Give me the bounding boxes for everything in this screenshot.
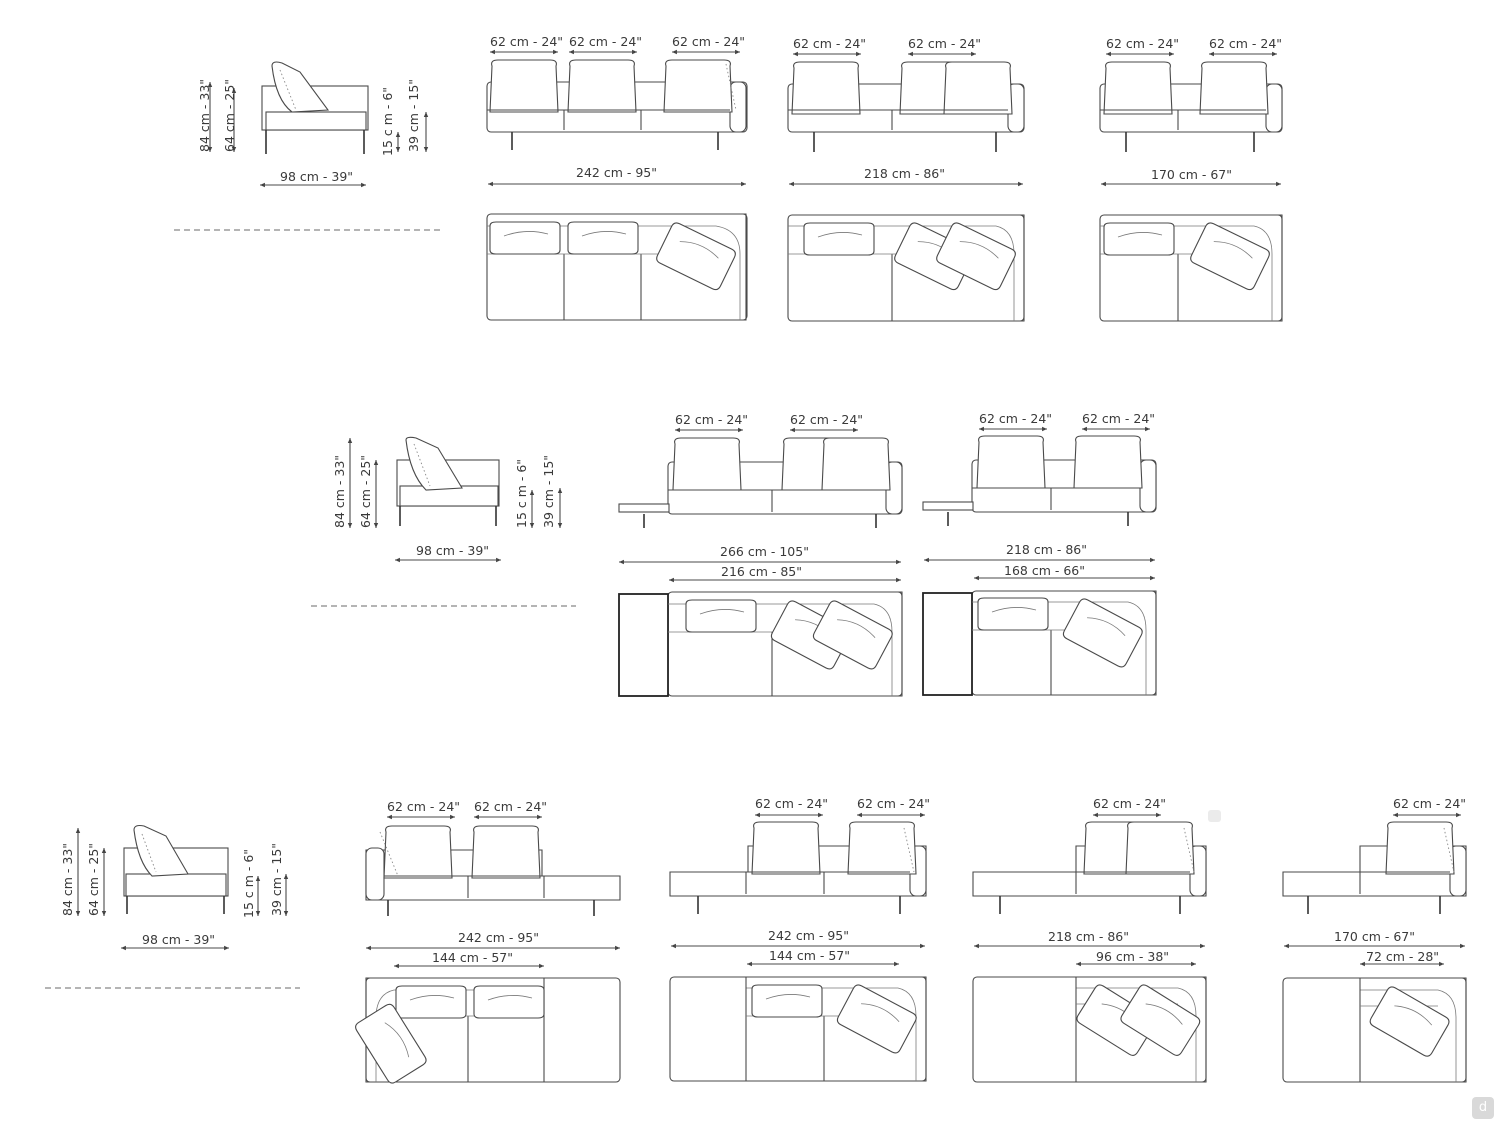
side-view: 84 cm - 33" 64 cm - 25" 15 c m - 6" 39 c…: [332, 436, 563, 563]
inner-width-label: 144 cm - 57": [769, 948, 850, 963]
total-width-label: 170 cm - 67": [1151, 167, 1232, 182]
sofa-2-seat-170: 62 cm - 24" 62 cm - 24" 170 cm - 67": [1099, 36, 1283, 322]
depth-label: 98 cm - 39": [142, 932, 215, 947]
chaise-170-right: 62 cm - 24" 170 cm - 67" 72 cm - 28": [1282, 796, 1467, 1083]
height-label: 84 cm - 33": [60, 843, 75, 916]
depth-label: 98 cm - 39": [416, 543, 489, 558]
sofa-2-seat-218: 62 cm - 24" 62 cm - 24" 218 cm - 86": [787, 36, 1025, 322]
cushion-width-label: 62 cm - 24": [490, 34, 563, 49]
leg-height-label: 15 c m - 6": [514, 459, 529, 528]
total-width-label: 218 cm - 86": [864, 166, 945, 181]
row-3: 84 cm - 33" 64 cm - 25" 15 c m - 6" 39 c…: [45, 796, 1467, 1086]
cushion-width-label: 62 cm - 24": [790, 412, 863, 427]
brand-logo: d: [1472, 1097, 1494, 1119]
inner-width-label: 168 cm - 66": [1004, 563, 1085, 578]
cushion-width-label: 62 cm - 24": [672, 34, 745, 49]
total-width-label: 242 cm - 95": [768, 928, 849, 943]
chaise-242-left: 62 cm - 24" 62 cm - 24" 242 cm - 95" 144…: [353, 799, 621, 1086]
inner-width-label: 96 cm - 38": [1096, 949, 1169, 964]
cushion-width-label: 62 cm - 24": [1082, 411, 1155, 426]
total-width-label: 242 cm - 95": [576, 165, 657, 180]
chaise-242-right: 62 cm - 24" 62 cm - 24" 242 cm - 95" 144…: [669, 796, 930, 1082]
cushion-width-label: 62 cm - 24": [755, 796, 828, 811]
height-label: 84 cm - 33": [332, 455, 347, 528]
cushion-width-label: 62 cm - 24": [387, 799, 460, 814]
total-width-label: 242 cm - 95": [458, 930, 539, 945]
cushion-width-label: 62 cm - 24": [1093, 796, 1166, 811]
cushion-width-label: 62 cm - 24": [675, 412, 748, 427]
cushion-width-label: 62 cm - 24": [1106, 36, 1179, 51]
arm-height-label: 64 cm - 25": [86, 843, 101, 916]
chaise-218-right: 62 cm - 24" 218 cm - 86" 96 cm - 38": [972, 796, 1207, 1083]
cushion-width-label: 62 cm - 24": [979, 411, 1052, 426]
row-2: 84 cm - 33" 64 cm - 25" 15 c m - 6" 39 c…: [311, 411, 1157, 697]
seat-height-label: 39 cm - 15": [406, 79, 421, 152]
cushion-width-label: 62 cm - 24": [1209, 36, 1282, 51]
inner-width-label: 72 cm - 28": [1366, 949, 1439, 964]
height-label: 84 cm - 33": [197, 79, 212, 152]
total-width-label: 218 cm - 86": [1048, 929, 1129, 944]
side-view: 84 cm - 33" 64 cm - 25" 15 c m - 6" 39 c…: [197, 61, 429, 188]
side-view: 84 cm - 33" 64 cm - 25" 15 c m - 6" 39 c…: [60, 824, 289, 951]
total-width-label: 218 cm - 86": [1006, 542, 1087, 557]
row-1: 84 cm - 33" 64 cm - 25" 15 c m - 6" 39 c…: [174, 34, 1283, 322]
sofa-with-table-266: 62 cm - 24" 62 cm - 24" 266 cm - 105" 21…: [618, 412, 903, 697]
arm-height-label: 64 cm - 25": [222, 79, 237, 152]
total-width-label: 170 cm - 67": [1334, 929, 1415, 944]
cushion-width-label: 62 cm - 24": [1393, 796, 1466, 811]
leg-height-label: 15 c m - 6": [380, 87, 395, 156]
inner-width-label: 144 cm - 57": [432, 950, 513, 965]
cushion-width-label: 62 cm - 24": [474, 799, 547, 814]
arm-height-label: 64 cm - 25": [358, 455, 373, 528]
leg-height-label: 15 c m - 6": [241, 849, 256, 918]
cushion-width-label: 62 cm - 24": [908, 36, 981, 51]
total-width-label: 266 cm - 105": [720, 544, 809, 559]
cushion-width-label: 62 cm - 24": [857, 796, 930, 811]
cushion-width-label: 62 cm - 24": [793, 36, 866, 51]
seat-height-label: 39 cm - 15": [541, 455, 556, 528]
sofa-with-table-218: 62 cm - 24" 62 cm - 24" 218 cm - 86" 168…: [922, 411, 1157, 696]
sofa-3-seat: 62 cm - 24" 62 cm - 24" 62 cm - 24" 242 …: [486, 34, 748, 321]
inner-width-label: 216 cm - 85": [721, 564, 802, 579]
seat-height-label: 39 cm - 15": [269, 843, 284, 916]
depth-label: 98 cm - 39": [280, 169, 353, 184]
marker-square: [1208, 810, 1221, 822]
cushion-width-label: 62 cm - 24": [569, 34, 642, 49]
